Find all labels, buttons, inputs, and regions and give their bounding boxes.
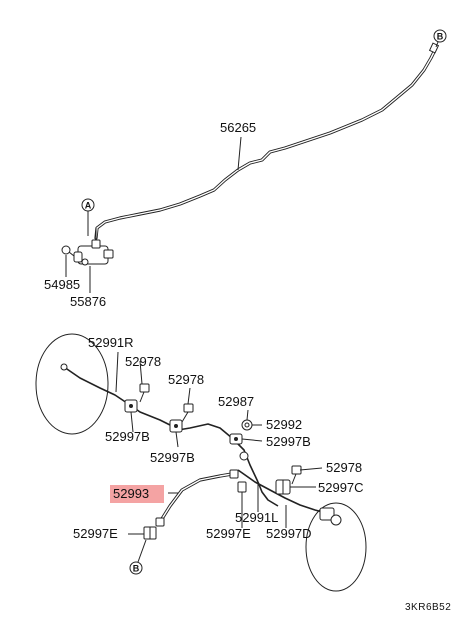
bolt-52978-c[interactable] [291, 465, 302, 485]
svg-text:B: B [133, 564, 140, 574]
drawing-code: 3KR6B52 [405, 602, 451, 613]
label-52993: 52993 [113, 486, 149, 501]
label-52978-a: 52978 [125, 354, 161, 369]
bolt-54985[interactable] [61, 245, 75, 257]
label-52978-c: 52978 [326, 460, 362, 475]
fitting-52997e-mid[interactable] [237, 481, 247, 493]
label-52991l: 52991L [235, 510, 278, 525]
hose-52993[interactable] [155, 469, 239, 527]
clip-52997e-left[interactable] [143, 526, 157, 540]
label-52997b-mid: 52997B [266, 434, 311, 449]
clip-52997b-lower[interactable] [169, 419, 183, 433]
label-52997c: 52997C [318, 480, 364, 495]
clip-52997b-mid[interactable] [229, 433, 243, 445]
nut-52992[interactable] [239, 451, 249, 461]
bolt-52978-b[interactable] [181, 403, 194, 423]
left-brake-drum [35, 333, 109, 435]
callout-b-bottom: B [129, 561, 143, 575]
label-52987: 52987 [218, 394, 254, 409]
svg-text:A: A [85, 201, 92, 211]
end-fitting-52997d[interactable] [319, 507, 342, 526]
svg-text:B: B [437, 32, 444, 42]
label-52997e-mid: 52997E [206, 526, 251, 541]
label-52991r: 52991R [88, 335, 134, 350]
label-52997b-left: 52997B [105, 429, 150, 444]
clip-52997b-left[interactable] [124, 399, 138, 413]
label-52992: 52992 [266, 417, 302, 432]
highlight-52993 [110, 485, 164, 503]
label-52978-b: 52978 [168, 372, 204, 387]
callout-b-top: B [433, 29, 447, 43]
right-brake-drum [305, 502, 367, 592]
label-56265: 56265 [220, 120, 256, 135]
bolt-52978-a[interactable] [139, 383, 150, 403]
label-54985: 54985 [44, 277, 80, 292]
valve-assembly-55876[interactable] [73, 228, 114, 266]
label-52997e-left: 52997E [73, 526, 118, 541]
nut-52987[interactable] [241, 419, 253, 431]
bracket-52997c[interactable] [275, 479, 291, 495]
brake-line-56265[interactable] [94, 46, 438, 240]
label-52997b-low: 52997B [150, 450, 195, 465]
label-55876: 55876 [70, 294, 106, 309]
label-52997d: 52997D [266, 526, 312, 541]
callout-a: A [81, 198, 95, 212]
